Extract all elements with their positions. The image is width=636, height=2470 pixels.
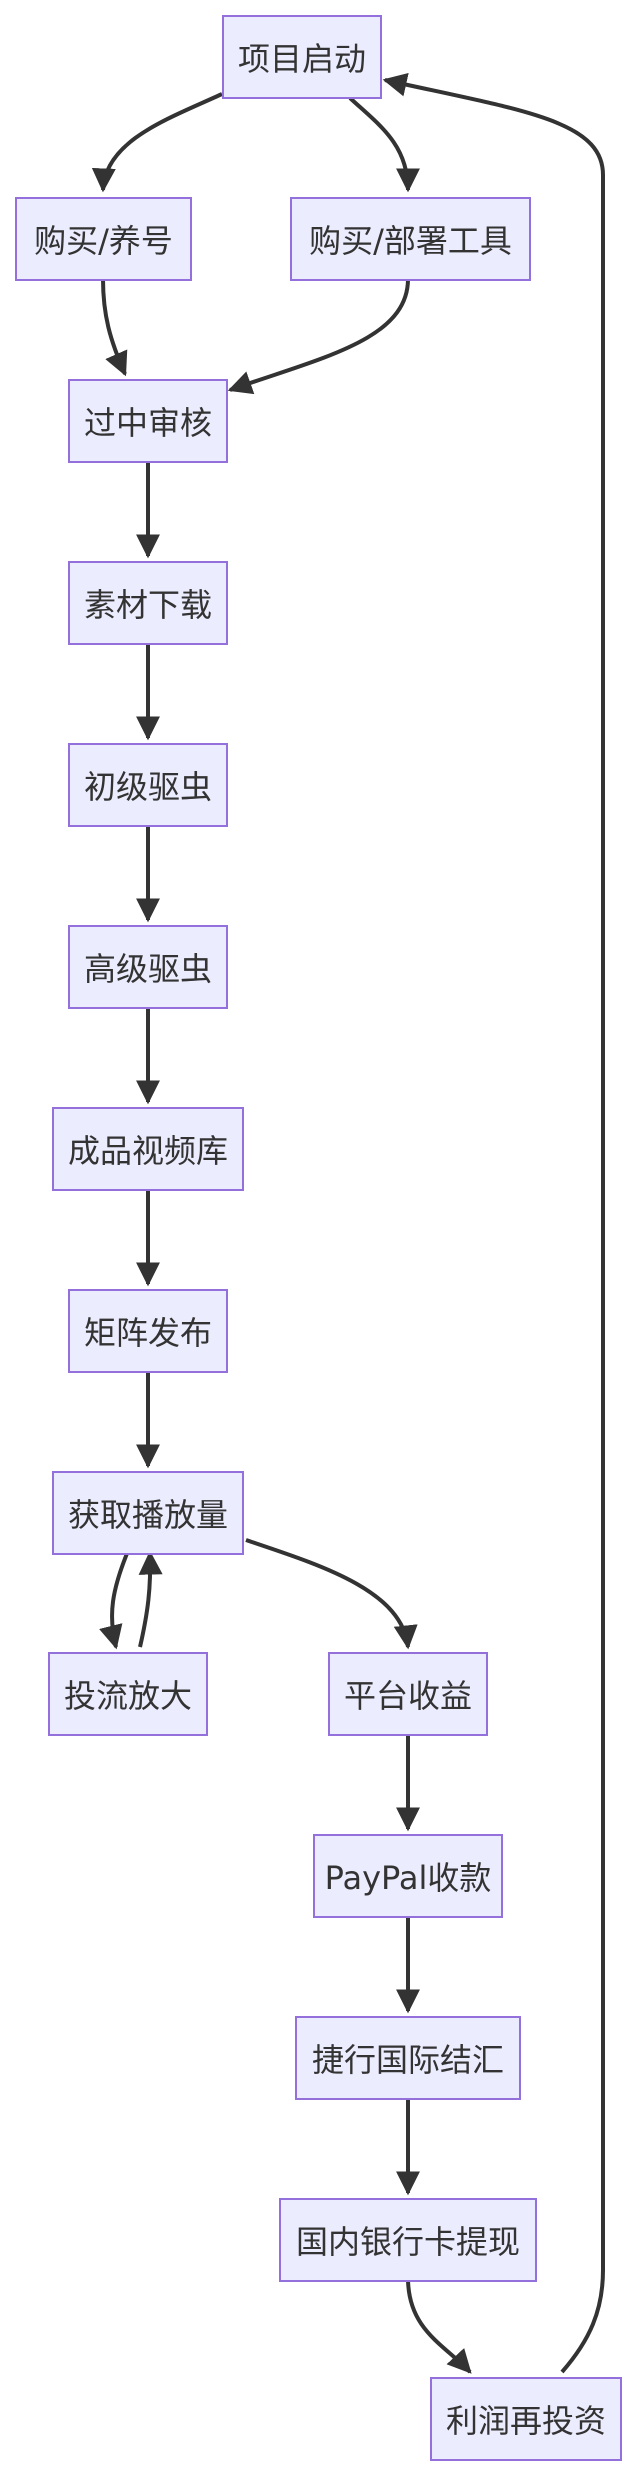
edge-boost-to-traffic bbox=[138, 1550, 163, 1648]
edge-traffic-to-boost bbox=[99, 1550, 130, 1650]
node-traffic: 获取播放量 bbox=[52, 1471, 244, 1555]
edge-traffic-to-revenue bbox=[245, 1538, 418, 1650]
node-download: 素材下载 bbox=[68, 561, 228, 645]
edge-buy-tools-to-review bbox=[227, 278, 410, 395]
node-library: 成品视频库 bbox=[52, 1107, 244, 1191]
node-buy-accounts: 购买/养号 bbox=[15, 197, 192, 281]
edge-buy-accounts-to-review bbox=[101, 278, 128, 377]
node-withdraw: 国内银行卡提现 bbox=[279, 2198, 537, 2282]
edge-withdraw-to-reinvest bbox=[406, 2277, 472, 2374]
node-basic-dedup: 初级驱虫 bbox=[68, 743, 228, 827]
node-advanced-dedup: 高级驱虫 bbox=[68, 925, 228, 1009]
edge-start-to-buy-tools bbox=[348, 96, 420, 193]
node-paypal: PayPal收款 bbox=[313, 1834, 503, 1918]
node-review: 过中审核 bbox=[68, 379, 228, 463]
node-buy-tools: 购买/部署工具 bbox=[290, 197, 531, 281]
node-publish: 矩阵发布 bbox=[68, 1289, 228, 1373]
edge-start-to-buy-accounts bbox=[91, 92, 223, 193]
node-settlement: 捷行国际结汇 bbox=[295, 2016, 521, 2100]
node-reinvest: 利润再投资 bbox=[430, 2377, 622, 2461]
edge-reinvest-to-start bbox=[382, 72, 605, 2374]
node-boost: 投流放大 bbox=[48, 1652, 208, 1736]
node-revenue: 平台收益 bbox=[328, 1652, 488, 1736]
node-start: 项目启动 bbox=[222, 15, 382, 99]
